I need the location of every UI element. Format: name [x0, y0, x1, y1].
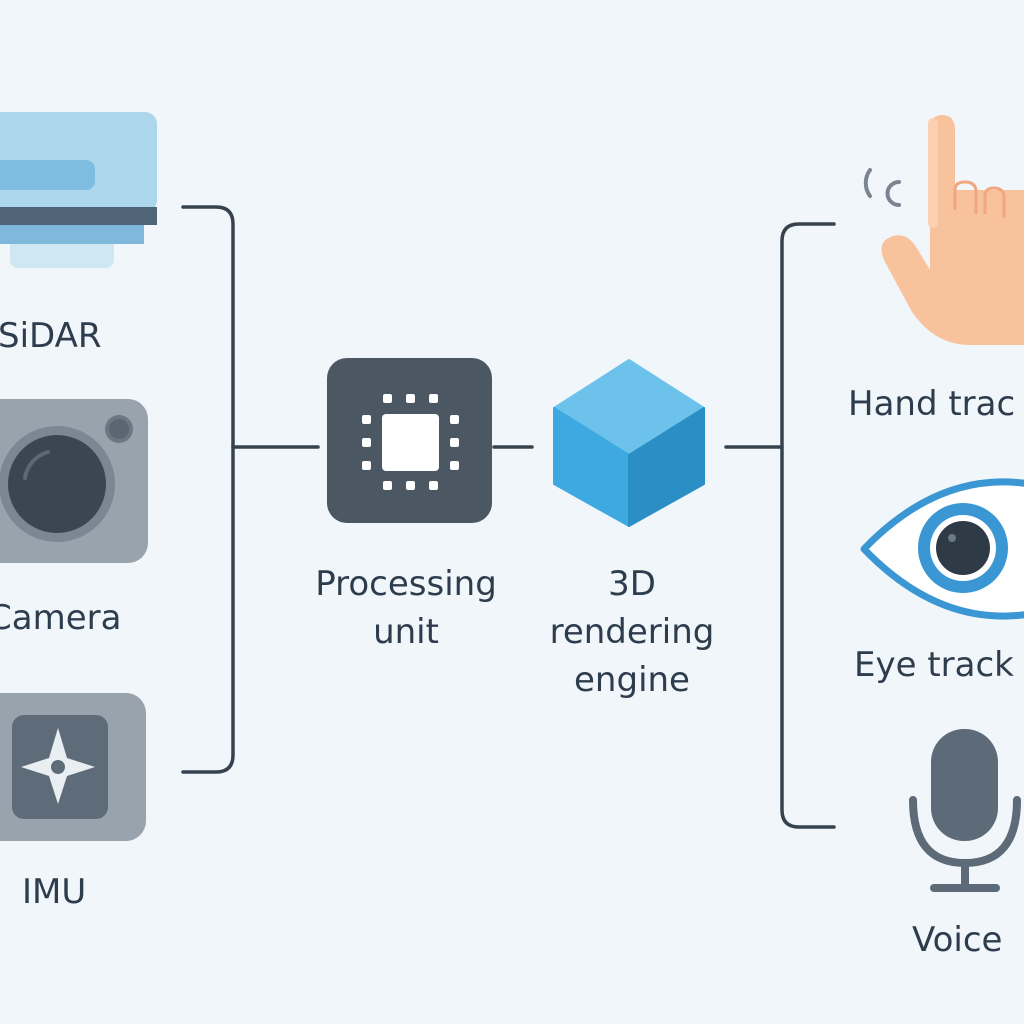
processing-label-line-1: Processing [315, 564, 497, 604]
connectors [181, 205, 836, 829]
output-bracket [780, 222, 836, 829]
rendering-engine-label: 3D rendering engine [522, 560, 742, 704]
lidar-label: SiDAR [0, 316, 102, 356]
cube-icon [553, 359, 705, 527]
input-bracket [181, 205, 235, 774]
processing-label-line-2: unit [373, 612, 439, 652]
renderer-label-line-1: 3D [608, 564, 656, 604]
camera-label: Camera [0, 598, 122, 638]
camera-icon [0, 399, 148, 563]
renderer-label-line-2: rendering [549, 612, 715, 652]
eye-tracking-label: Eye track [854, 645, 1014, 685]
microphone-icon [909, 729, 1021, 892]
imu-compass-icon [0, 693, 146, 841]
cpu-chip-icon [327, 358, 492, 523]
hand-pointer-icon [863, 115, 1024, 345]
hand-tracking-label: Hand trac [848, 384, 1016, 424]
renderer-label-line-3: engine [574, 660, 690, 700]
voice-label: Voice [912, 920, 1003, 960]
processing-unit-label: Processing unit [294, 560, 518, 656]
lidar-sensor-icon [0, 112, 157, 268]
imu-label: IMU [22, 872, 87, 912]
eye-icon [860, 478, 1024, 620]
